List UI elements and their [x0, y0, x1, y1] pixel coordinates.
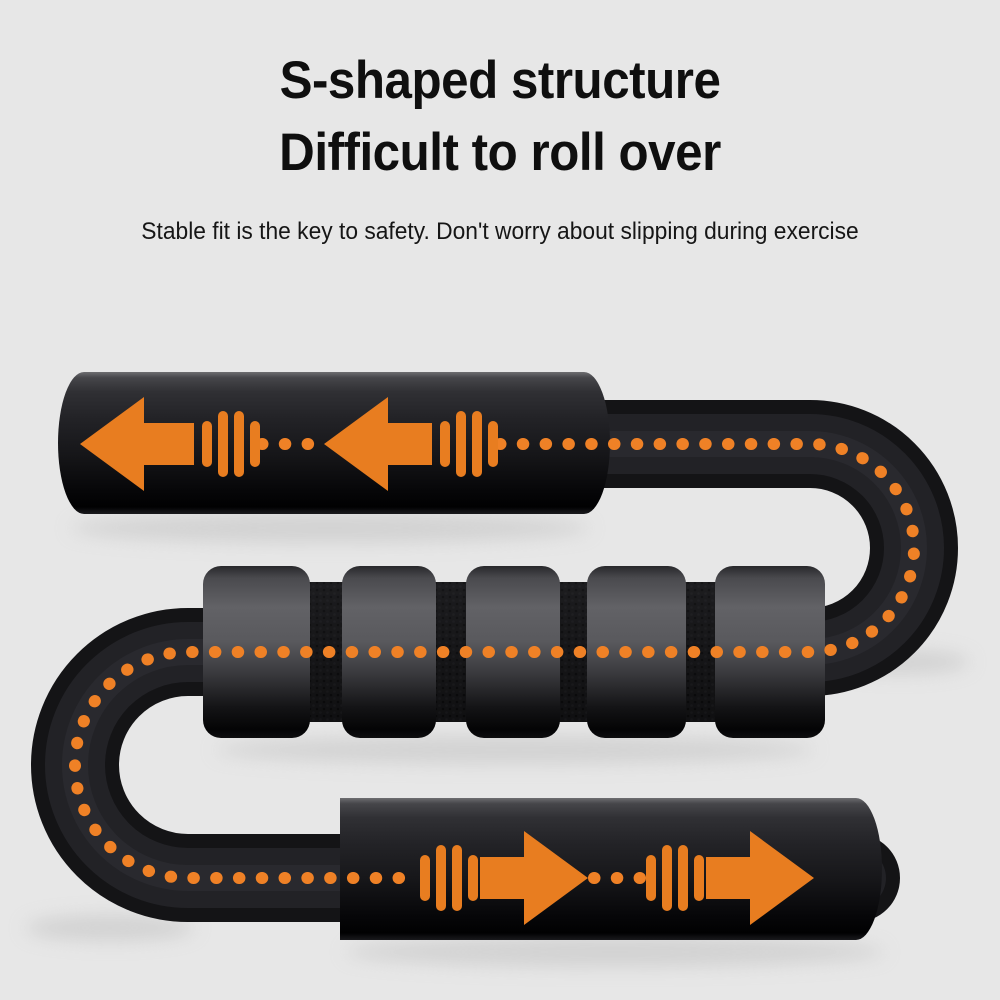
speed-hash-marks	[440, 411, 498, 477]
right-arrow-icon	[706, 831, 814, 925]
page-subtitle: Stable fit is the key to safety. Don't w…	[141, 218, 859, 245]
grip-ring	[715, 566, 825, 738]
page-title-line1: S-shaped structure	[279, 51, 721, 110]
page-title-line2: Difficult to roll over	[279, 123, 721, 182]
grip-ring	[342, 566, 436, 738]
speed-hash-marks	[646, 845, 704, 911]
speed-hash-marks	[202, 411, 260, 477]
left-arrow-icon	[80, 397, 194, 491]
right-arrow-icon	[480, 831, 588, 925]
grip-ring	[587, 566, 686, 738]
dotted-guide-line	[69, 438, 920, 884]
right-direction-arrows	[420, 831, 814, 925]
speed-hash-marks	[420, 845, 478, 911]
left-direction-arrows	[80, 397, 498, 491]
left-arrow-icon	[324, 397, 432, 491]
